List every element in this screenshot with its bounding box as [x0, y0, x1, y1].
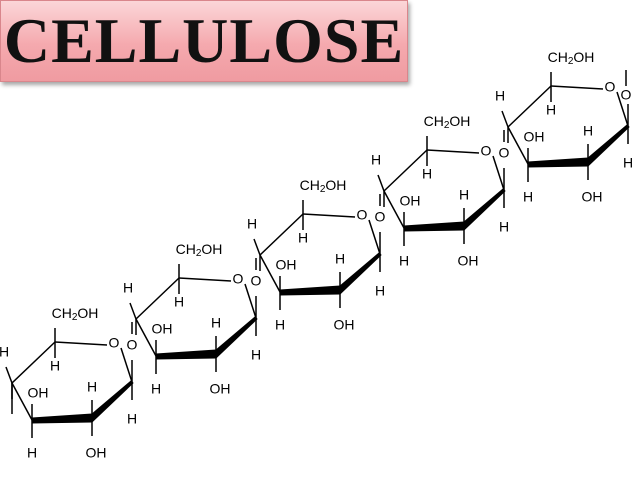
- unit-3-c5-h: H: [298, 230, 308, 246]
- unit-5-c3-h: H: [523, 189, 533, 205]
- title-banner: CELLULOSE: [0, 0, 408, 82]
- unit-4-bond-c5-o: [426, 149, 480, 154]
- unit-3-glycosidic-oxygen: O: [375, 209, 386, 225]
- unit-2-c2-oh: OH: [210, 381, 231, 397]
- unit-3-c1-h: H: [375, 283, 385, 299]
- unit-1-bond-c4-c3: [11, 382, 33, 421]
- unit-4-c5-h: H: [422, 166, 432, 182]
- unit-1-c3-h: H: [27, 445, 37, 461]
- unit-5-bond-c4-h: [501, 110, 509, 128]
- unit-1-bond-c4-c5: [11, 341, 56, 384]
- unit-4-ch2oh-label: CH2OH: [424, 113, 471, 131]
- unit-3-ring-oxygen: O: [357, 207, 368, 223]
- unit-1-bond-c5-o: [54, 341, 108, 346]
- unit-3-c2-h: H: [335, 251, 345, 267]
- unit-5-c2-h: H: [583, 123, 593, 139]
- unit-2-c3-h: H: [151, 381, 161, 397]
- unit-3-ch2oh-label: CH2OH: [300, 177, 347, 195]
- unit-4-bond-c4-h: [377, 174, 385, 192]
- unit-2-bond-c4-c3: [135, 318, 157, 357]
- unit-2-bold-bond-c3-c2: [155, 349, 217, 360]
- unit-2-c3-oh: OH: [152, 321, 173, 337]
- unit-4-bond-c4-c5: [383, 149, 428, 192]
- unit-1-c1-h: H: [127, 411, 137, 427]
- unit-4-glycosidic-oxygen: O: [499, 145, 510, 161]
- unit-4-c4-h: H: [371, 152, 381, 168]
- unit-4-bond-c4-c3: [383, 190, 405, 229]
- unit-3-bond-c4-c3: [259, 254, 281, 293]
- unit-5-c4-h: H: [495, 88, 505, 104]
- unit-2-c4-h: H: [123, 280, 133, 296]
- unit-1-bold-bond-c3-c2: [31, 413, 93, 424]
- unit-4-bond-o-c1: [492, 155, 505, 191]
- unit-3-bond-o-c1: [368, 219, 381, 255]
- unit-4-c3-oh: OH: [400, 193, 421, 209]
- unit-5-c5-h: H: [546, 102, 556, 118]
- unit-3-bond-c4-c5: [259, 213, 304, 256]
- unit-2-bond-c4-h: [129, 302, 137, 320]
- unit-4-ring-oxygen: O: [481, 143, 492, 159]
- unit-5-bond-o-c1: [616, 91, 629, 127]
- unit-5-bold-bond-c3-c2: [527, 157, 589, 168]
- unit-2-glycosidic-oxygen: O: [251, 273, 262, 289]
- unit-2-ch2oh-label: CH2OH: [176, 241, 223, 259]
- unit-4-c3-h: H: [399, 253, 409, 269]
- unit-2-c2-h: H: [211, 315, 221, 331]
- unit-3-bond-c4-h: [253, 238, 261, 256]
- unit-5-c3-oh: OH: [524, 129, 545, 145]
- unit-4-c2-h: H: [459, 187, 469, 203]
- unit-4-bold-bond-c3-c2: [403, 221, 465, 232]
- unit-1-c2-oh: OH: [86, 445, 107, 461]
- page-title: CELLULOSE: [3, 5, 405, 76]
- unit-4-c2-oh: OH: [458, 253, 479, 269]
- unit-1-bond-c4-h: [5, 366, 13, 384]
- unit-1-ch2oh-label: CH2OH: [52, 305, 99, 323]
- unit-2-bond-c5-o: [178, 277, 232, 282]
- unit-2-ring-oxygen: O: [233, 271, 244, 287]
- unit-5-c1-h: H: [623, 155, 633, 171]
- unit-5-bond-c5-o: [550, 85, 604, 90]
- unit-5-ring-oxygen: O: [605, 79, 616, 95]
- unit-2-bond-c4-c5: [135, 277, 180, 320]
- unit-4-c1-h: H: [499, 219, 509, 235]
- unit-1-c4-h: H: [0, 344, 9, 360]
- unit-1-c5-h: H: [50, 358, 60, 374]
- unit-5-bond-c4-c5: [507, 85, 552, 128]
- unit-3-c2-oh: OH: [334, 317, 355, 333]
- unit-5-terminal-oxygen: O: [621, 87, 632, 103]
- unit-2-c1-h: H: [251, 347, 261, 363]
- unit-1-c2-h: H: [87, 379, 97, 395]
- unit-5-c2-oh: OH: [582, 189, 603, 205]
- unit-2-bond-o-c1: [244, 283, 257, 319]
- unit-2-c5-h: H: [174, 294, 184, 310]
- unit-3-c3-h: H: [275, 317, 285, 333]
- unit-1-c3-oh: OH: [28, 385, 49, 401]
- unit-3-c3-oh: OH: [276, 257, 297, 273]
- unit-1-glycosidic-oxygen: O: [127, 337, 138, 353]
- unit-1-ring-oxygen: O: [109, 335, 120, 351]
- unit-5-ch2oh-label: CH2OH: [548, 49, 595, 67]
- unit-1-bond-o-c1: [120, 347, 133, 383]
- unit-5-bond-c4-c3: [507, 126, 529, 165]
- unit-3-bond-c5-o: [302, 213, 356, 218]
- unit-3-bold-bond-c3-c2: [279, 285, 341, 296]
- unit-3-c4-h: H: [247, 216, 257, 232]
